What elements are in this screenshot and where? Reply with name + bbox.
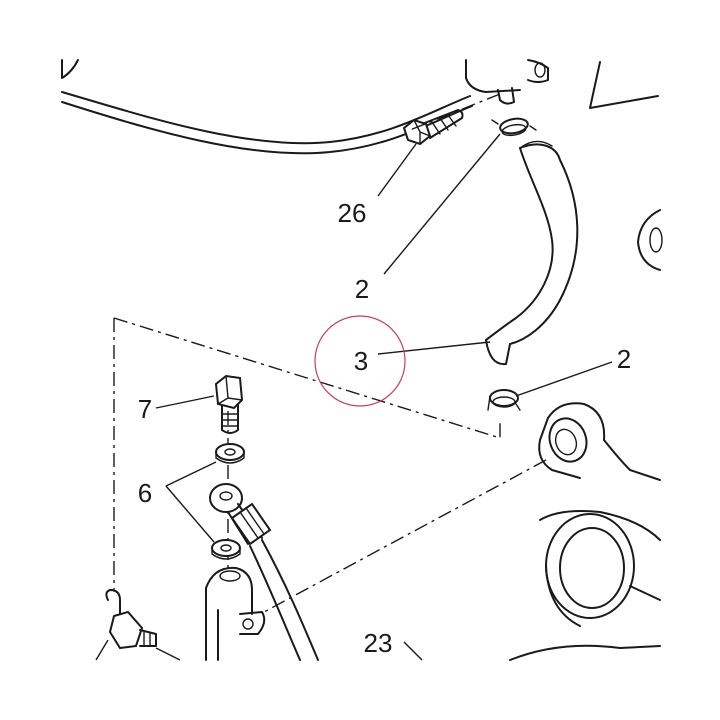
caliper-cylinder <box>205 566 266 661</box>
callout-2-right: 2 <box>617 344 631 374</box>
hose-clip-top <box>491 117 537 137</box>
callout-23: 23 <box>364 628 393 658</box>
callout-7: 7 <box>138 394 152 424</box>
highlight-circle <box>314 315 406 407</box>
banjo-bolt-7 <box>214 374 244 434</box>
hose-clip-bottom <box>487 389 521 411</box>
housing-top-left <box>61 59 473 155</box>
caliper-body <box>509 402 661 661</box>
callout-6: 6 <box>138 478 152 508</box>
sealing-washers-6 <box>211 443 245 560</box>
callout-2-top: 2 <box>355 274 369 304</box>
leader-lines <box>155 133 613 661</box>
callout-3: 3 <box>354 346 368 376</box>
right-edge-parts <box>589 61 663 271</box>
breather-hose-3 <box>485 140 579 366</box>
assembly-lines <box>113 93 547 613</box>
bleed-fitting <box>95 589 181 661</box>
callout-26: 26 <box>338 198 367 228</box>
breather-fitting <box>465 59 549 105</box>
bolt-26 <box>402 109 464 146</box>
banjo-fitting-brake-line <box>209 483 319 661</box>
